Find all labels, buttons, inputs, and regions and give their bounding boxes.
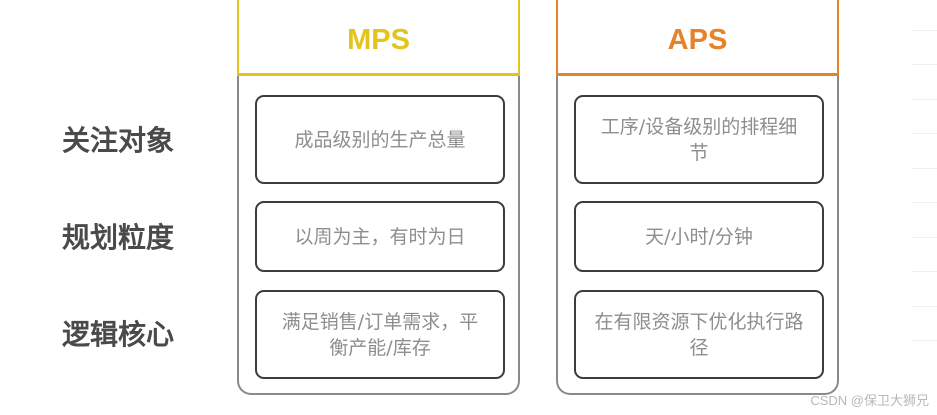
aps-column-title: APS — [558, 0, 837, 76]
mps-column-title: MPS — [239, 0, 518, 76]
row-label-granularity: 规划粒度 — [62, 221, 175, 254]
mps-header-border — [237, 0, 239, 76]
faint-divider — [912, 306, 937, 307]
faint-divider — [912, 340, 937, 341]
faint-divider — [912, 30, 937, 31]
mps-granularity-cell: 以周为主，有时为日 — [255, 201, 505, 272]
faint-divider — [912, 168, 937, 169]
watermark: CSDN @保卫大狮兄 — [810, 393, 929, 408]
mps-focus-cell: 成品级别的生产总量 — [255, 95, 505, 184]
aps-logic-cell: 在有限资源下优化执行路径 — [574, 290, 824, 379]
aps-column: APS 工序/设备级别的排程细节 天/小时/分钟 在有限资源下优化执行路径 — [556, 0, 839, 395]
mps-column: MPS 成品级别的生产总量 以周为主，有时为日 满足销售/订单需求，平衡产能/库… — [237, 0, 520, 395]
aps-header-border — [556, 0, 558, 76]
faint-divider — [912, 133, 937, 134]
aps-granularity-cell: 天/小时/分钟 — [574, 201, 824, 272]
mps-logic-cell: 满足销售/订单需求，平衡产能/库存 — [255, 290, 505, 379]
faint-divider — [912, 64, 937, 65]
faint-divider — [912, 99, 937, 100]
mps-header-border — [518, 0, 520, 76]
aps-focus-cell: 工序/设备级别的排程细节 — [574, 95, 824, 184]
faint-divider — [912, 271, 937, 272]
row-label-logic: 逻辑核心 — [62, 318, 175, 351]
row-label-focus: 关注对象 — [62, 124, 175, 157]
faint-divider — [912, 237, 937, 238]
aps-header-border — [837, 0, 839, 76]
faint-divider — [912, 202, 937, 203]
